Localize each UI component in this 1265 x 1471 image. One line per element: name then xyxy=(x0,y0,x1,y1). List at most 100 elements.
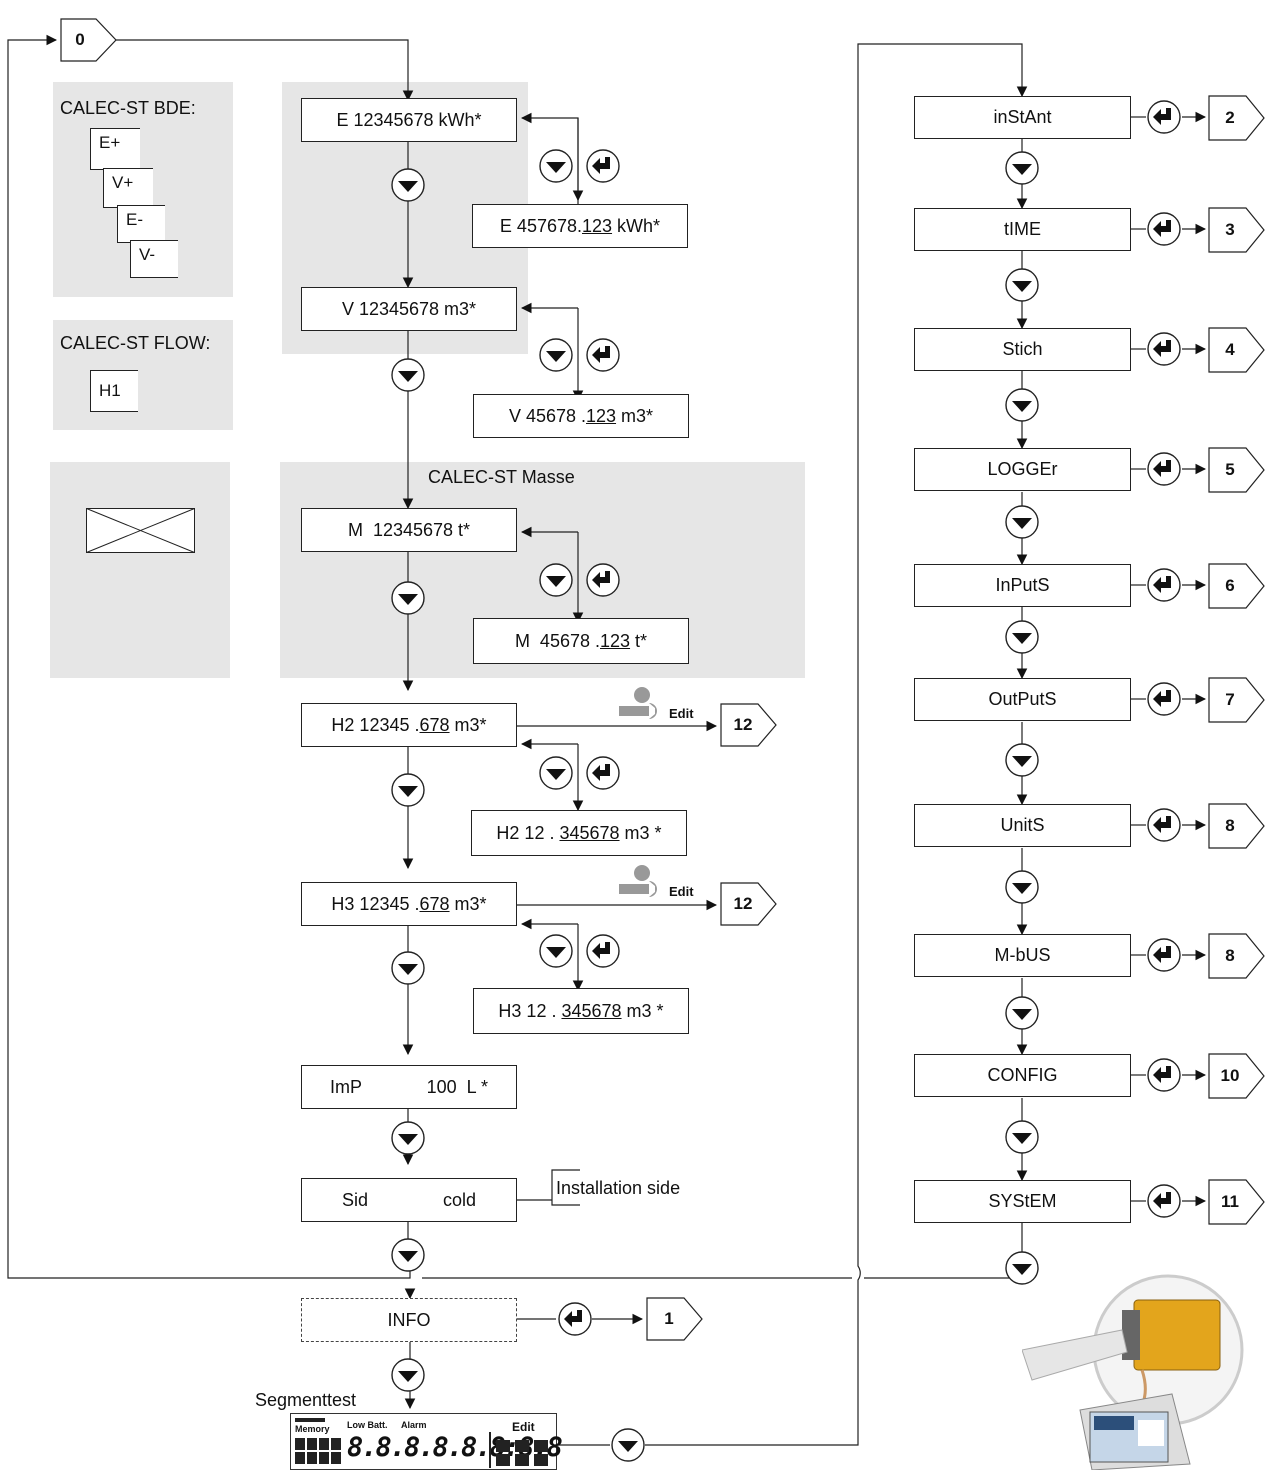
enter-button-icon[interactable] xyxy=(1147,212,1181,246)
down-arrow-button-icon[interactable] xyxy=(611,1428,645,1462)
menu-box-label: UnitS xyxy=(1000,815,1045,835)
segmenttest-label: Segmenttest xyxy=(255,1390,357,1410)
menu-target-label: 6 xyxy=(1225,576,1235,595)
menu-box-5[interactable]: OutPutS xyxy=(914,678,1131,721)
down-arrow-button-icon[interactable] xyxy=(391,1121,425,1155)
enter-button-icon[interactable] xyxy=(586,338,620,372)
menu-box-0[interactable]: inStAnt xyxy=(914,96,1131,139)
menu-box-3[interactable]: LOGGEr xyxy=(914,448,1131,491)
info-display-box[interactable]: INFO xyxy=(301,1298,517,1342)
menu-box-label: OutPutS xyxy=(988,689,1057,709)
h2-detail-pre: H2 12 . xyxy=(496,822,560,843)
enter-button-icon[interactable] xyxy=(1147,100,1181,134)
volume-detail-box[interactable]: V 45678 .123 m3* xyxy=(473,394,689,438)
start-tag[interactable]: 0 xyxy=(60,18,118,62)
menu-target-label: 5 xyxy=(1225,460,1235,479)
menu-target-tag-0[interactable]: 2 xyxy=(1208,95,1265,141)
h3-detail-pre: H3 12 . xyxy=(498,1000,562,1021)
menu-target-tag-1[interactable]: 3 xyxy=(1208,207,1265,253)
h2-detail-box[interactable]: H2 12 . 345678 m3 * xyxy=(471,810,687,856)
down-arrow-button-icon[interactable] xyxy=(539,563,573,597)
down-arrow-button-icon[interactable] xyxy=(539,338,573,372)
down-arrow-button-icon[interactable] xyxy=(1005,268,1039,302)
side-display-box[interactable]: Sid cold xyxy=(301,1178,517,1222)
down-arrow-button-icon[interactable] xyxy=(391,951,425,985)
menu-target-tag-3[interactable]: 5 xyxy=(1208,447,1265,493)
enter-button-icon[interactable] xyxy=(1147,682,1181,716)
enter-button-icon[interactable] xyxy=(586,934,620,968)
down-arrow-button-icon[interactable] xyxy=(391,168,425,202)
energy-display-text: E 12345678 kWh* xyxy=(336,109,482,130)
menu-box-6[interactable]: UnitS xyxy=(914,804,1131,847)
down-arrow-button-icon[interactable] xyxy=(539,934,573,968)
menu-target-tag-2[interactable]: 4 xyxy=(1208,327,1265,373)
enter-button-icon[interactable] xyxy=(1147,452,1181,486)
menu-box-7[interactable]: M-bUS xyxy=(914,934,1131,977)
lcd-bar-segments-icon xyxy=(295,1418,548,1468)
menu-box-9[interactable]: SYStEM xyxy=(914,1180,1131,1223)
menu-box-1[interactable]: tIME xyxy=(914,208,1131,251)
h3-edit-target-tag[interactable]: 12 xyxy=(720,882,778,926)
down-arrow-button-icon[interactable] xyxy=(1005,1251,1039,1285)
menu-box-label: SYStEM xyxy=(988,1191,1057,1211)
enter-button-icon[interactable] xyxy=(1147,568,1181,602)
down-arrow-button-icon[interactable] xyxy=(1005,1120,1039,1154)
menu-target-label: 10 xyxy=(1220,1066,1240,1085)
enter-button-icon[interactable] xyxy=(1147,332,1181,366)
volume-display-box[interactable]: V 12345678 m3* xyxy=(301,287,517,331)
down-arrow-button-icon[interactable] xyxy=(539,149,573,183)
mass-detail-box[interactable]: M 45678 .123 t* xyxy=(473,618,689,664)
enter-button-icon[interactable] xyxy=(586,149,620,183)
edit-tool-h3[interactable]: Edit xyxy=(617,864,707,900)
down-arrow-button-icon[interactable] xyxy=(1005,743,1039,777)
down-arrow-button-icon[interactable] xyxy=(1005,151,1039,185)
down-arrow-button-icon[interactable] xyxy=(391,1358,425,1392)
menu-target-tag-6[interactable]: 8 xyxy=(1208,803,1265,849)
edit-tool-h2[interactable]: Edit xyxy=(617,686,707,722)
h3-display-box[interactable]: H3 12345 .678 m3* xyxy=(301,882,517,926)
menu-target-tag-8[interactable]: 10 xyxy=(1208,1053,1265,1099)
menu-target-label: 7 xyxy=(1225,690,1235,709)
enter-button-icon[interactable] xyxy=(1147,1058,1181,1092)
impulse-display-box[interactable]: ImP 100 L * xyxy=(301,1065,517,1109)
down-arrow-button-icon[interactable] xyxy=(391,1238,425,1272)
energy-display-box[interactable]: E 12345678 kWh* xyxy=(301,98,517,142)
menu-box-label: Stich xyxy=(1002,339,1043,359)
info-target-tag[interactable]: 1 xyxy=(646,1297,704,1341)
down-arrow-button-icon[interactable] xyxy=(391,773,425,807)
energy-detail-underlined: 123 xyxy=(582,215,613,236)
down-arrow-button-icon[interactable] xyxy=(1005,870,1039,904)
volume-display-text: V 12345678 m3* xyxy=(341,298,477,319)
menu-target-tag-7[interactable]: 8 xyxy=(1208,933,1265,979)
menu-box-8[interactable]: CONFIG xyxy=(914,1054,1131,1097)
h2-display-box[interactable]: H2 12345 .678 m3* xyxy=(301,703,517,747)
h2-edit-target-tag[interactable]: 12 xyxy=(720,703,778,747)
energy-detail-post: kWh* xyxy=(612,215,661,236)
wrench-icon xyxy=(619,687,657,719)
enter-button-icon[interactable] xyxy=(586,756,620,790)
down-arrow-button-icon[interactable] xyxy=(1005,620,1039,654)
down-arrow-button-icon[interactable] xyxy=(391,581,425,615)
enter-button-icon[interactable] xyxy=(558,1302,592,1336)
mass-display-box[interactable]: M 12345678 t* xyxy=(301,508,517,552)
menu-target-tag-9[interactable]: 11 xyxy=(1208,1179,1265,1225)
down-arrow-button-icon[interactable] xyxy=(1005,505,1039,539)
down-arrow-button-icon[interactable] xyxy=(1005,388,1039,422)
enter-button-icon[interactable] xyxy=(1147,1184,1181,1218)
menu-box-label: LOGGEr xyxy=(987,459,1058,479)
down-arrow-button-icon[interactable] xyxy=(391,358,425,392)
menu-box-4[interactable]: InPutS xyxy=(914,564,1131,607)
empty-placeholder-box xyxy=(86,508,195,553)
energy-detail-box[interactable]: E 457678.123 kWh* xyxy=(472,204,688,248)
enter-button-icon[interactable] xyxy=(1147,938,1181,972)
masse-title: CALEC-ST Masse xyxy=(428,467,575,487)
menu-target-tag-5[interactable]: 7 xyxy=(1208,677,1265,723)
menu-target-tag-4[interactable]: 6 xyxy=(1208,563,1265,609)
h3-detail-box[interactable]: H3 12 . 345678 m3 * xyxy=(473,988,689,1034)
down-arrow-button-icon[interactable] xyxy=(539,756,573,790)
enter-button-icon[interactable] xyxy=(586,563,620,597)
menu-box-label: CONFIG xyxy=(987,1065,1058,1085)
down-arrow-button-icon[interactable] xyxy=(1005,996,1039,1030)
menu-box-2[interactable]: Stich xyxy=(914,328,1131,371)
enter-button-icon[interactable] xyxy=(1147,808,1181,842)
